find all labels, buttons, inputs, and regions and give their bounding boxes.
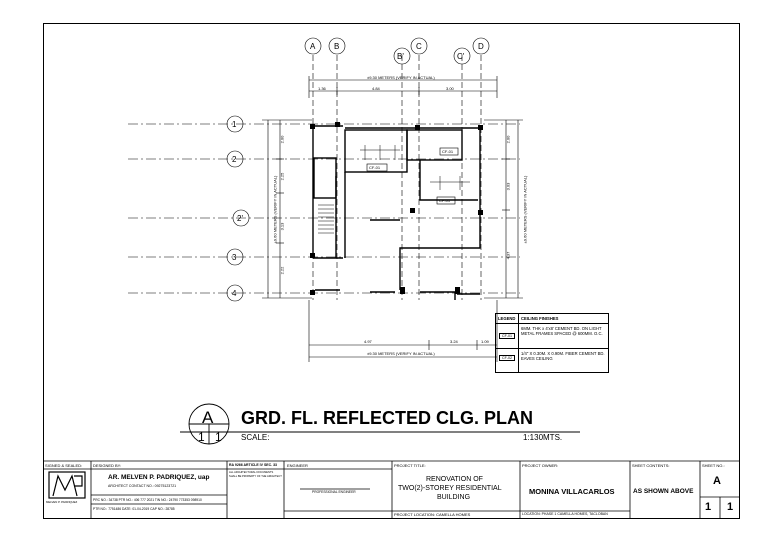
legend-tag: CF-01 bbox=[499, 333, 515, 339]
drawing-title: GRD. FL. REFLECTED CLG. PLAN bbox=[241, 408, 533, 428]
project-title-line1: RENOVATION OF bbox=[426, 476, 483, 483]
dim-left-1: 2.00 bbox=[279, 135, 285, 144]
ceiling-legend: LEGEND CEILING FINISHES CF-01 6MM. THK x… bbox=[495, 313, 609, 373]
owner-name: MONINA VILLACARLOS bbox=[529, 487, 615, 496]
gridline-label-4: 4 bbox=[232, 289, 237, 298]
dim-right-overall: ±9.60 METERS (VERIFY IN ACTUAL) bbox=[522, 175, 528, 244]
bubble-c bbox=[410, 37, 428, 55]
gridline-label-b: B bbox=[334, 42, 340, 51]
dim-bottom-3: 1.09 bbox=[481, 339, 489, 344]
dim-left-overall: ±9.60 METERS (VERIFY IN ACTUAL) bbox=[272, 175, 278, 244]
project-title-label: PROJECT TITLE: bbox=[394, 463, 426, 468]
bubble-c-prime bbox=[453, 47, 471, 65]
legend-header-finishes: CEILING FINISHES bbox=[521, 316, 559, 321]
title-bubble-letter: A bbox=[202, 408, 214, 427]
title-bubble bbox=[180, 403, 580, 445]
gridline-label-3: 3 bbox=[232, 253, 237, 262]
bubble-3 bbox=[226, 248, 244, 266]
owner-location: LOCATION: PHASE 1 CAMELLA HOMES, TACLOBA… bbox=[522, 512, 608, 516]
dim-left-3: 3.13 bbox=[279, 222, 285, 231]
gridline-label-1: 1 bbox=[232, 120, 237, 129]
dim-right-3: 4.37 bbox=[505, 251, 511, 260]
dim-bottom-2: 3.24 bbox=[450, 339, 458, 344]
legend-header-legend: LEGEND bbox=[498, 316, 516, 321]
title-block bbox=[43, 460, 740, 519]
sheet-no-label: SHEET NO.: bbox=[702, 463, 725, 468]
bubble-2 bbox=[226, 150, 244, 168]
dim-left-2: 2.25 bbox=[279, 172, 285, 181]
gridline-label-d: D bbox=[478, 42, 484, 51]
project-title-line3: BUILDING bbox=[437, 494, 471, 501]
columns bbox=[310, 122, 483, 295]
dim-right-2: 3.03 bbox=[505, 182, 511, 191]
engineer-label: ENGINEER bbox=[287, 463, 308, 468]
stairs bbox=[318, 204, 334, 234]
project-location: PROJECT LOCATION: CAMELLA HOMES bbox=[394, 512, 471, 517]
title-bubble-right: 1 bbox=[215, 430, 222, 444]
sheet-number: 1 bbox=[705, 501, 712, 513]
plan-tag: CF-01 bbox=[439, 198, 451, 203]
ra-heading: RA 9266 ARTICLE IV SEC. 33 bbox=[229, 463, 277, 467]
gridline-label-c: C bbox=[416, 42, 422, 51]
light-fixtures bbox=[360, 145, 470, 190]
ptr-row: PTR NO.: 7751486 DATE: 01-04-2019 CAP NO… bbox=[93, 507, 175, 511]
gridline-label-c-prime: C' bbox=[457, 52, 465, 61]
professional-engineer-label: PROFESSIONAL ENGINEER bbox=[312, 490, 356, 494]
dim-top-2: 4.84 bbox=[372, 86, 380, 91]
bubble-d bbox=[472, 37, 490, 55]
bubble-4 bbox=[226, 284, 244, 302]
legend-text: 6MM. THK x 4'x8' CEMENT BD. ON LIGHT MET… bbox=[521, 326, 603, 336]
gridline-label-2: 2 bbox=[232, 155, 237, 164]
sheet-contents-label: SHEET CONTENTS: bbox=[632, 463, 670, 468]
gridline-label-b-prime: B' bbox=[397, 52, 404, 61]
dim-left-4: 2.22 bbox=[279, 266, 285, 275]
legend-text: 1/4" X 0.30M. X 0.90M. FIBER CEMENT BD. … bbox=[521, 351, 605, 361]
plan-tag: CF-01 bbox=[442, 149, 454, 154]
bubble-b bbox=[328, 37, 346, 55]
signed-sealed-label: SIGNED & SEALED: bbox=[45, 463, 83, 468]
bubble-a bbox=[304, 37, 322, 55]
plan-tag: CF-01 bbox=[369, 165, 381, 170]
tag-boxes bbox=[366, 147, 459, 205]
scale-label: SCALE: bbox=[241, 433, 270, 442]
ra-text: ALL ARCHITECTURAL DOCUMENTS SHALL BE PRO… bbox=[229, 471, 282, 478]
bubble-1 bbox=[226, 115, 244, 133]
prc-row: PRC NO.: 34738 PTR NO.: 406 777 2021 TIN… bbox=[93, 498, 202, 502]
drawing-sheet bbox=[43, 23, 740, 519]
sheet-total: 1 bbox=[727, 501, 734, 513]
dim-top-1: 1.36 bbox=[318, 86, 326, 91]
architect-name: AR. MELVEN P. PADRIQUEZ, uap bbox=[108, 474, 210, 481]
dim-top-3: 3.00 bbox=[446, 86, 454, 91]
bubble-b-prime bbox=[393, 47, 411, 65]
architect-sub: ARCHITECT CONTACT NO.: 09275123721 bbox=[108, 484, 177, 488]
gridline-label-2-prime: 2' bbox=[237, 214, 243, 223]
dim-bottom-1: 4.97 bbox=[364, 339, 372, 344]
building-walls bbox=[312, 125, 481, 300]
legend-tag: CF-02 bbox=[499, 355, 515, 361]
title-bubble-left: 1 bbox=[198, 430, 205, 444]
dim-top-overall: ±9.30 METERS (VERIFY IN ACTUAL) bbox=[367, 75, 435, 80]
dim-right-1: 2.00 bbox=[505, 135, 511, 144]
project-title-line2: TWO(2)-STOREY RESIDENTIAL bbox=[398, 485, 502, 492]
scale-value: 1:130MTS. bbox=[523, 433, 563, 442]
designer-logo bbox=[48, 471, 86, 499]
logo-caption: MELVEN P. PADRIQUEZ bbox=[46, 500, 78, 504]
sheet-letter: A bbox=[713, 475, 721, 487]
bubble-2-prime bbox=[232, 209, 250, 227]
owner-label: PROJECT OWNER: bbox=[522, 463, 559, 468]
gridline-label-a: A bbox=[310, 42, 316, 51]
dim-bottom-overall: ±9.30 METERS (VERIFY IN ACTUAL) bbox=[367, 351, 435, 356]
sheet-contents: AS SHOWN ABOVE bbox=[633, 488, 694, 495]
designed-by-label: DESIGNED BY: bbox=[93, 463, 122, 468]
